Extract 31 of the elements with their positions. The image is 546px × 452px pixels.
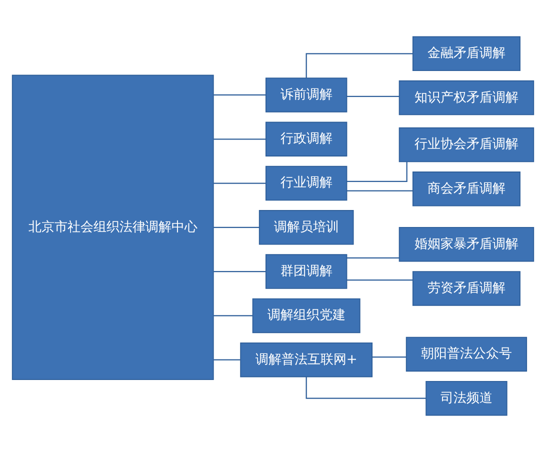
connector: [306, 376, 426, 399]
connector: [214, 94, 266, 96]
node-box: 调解组织党建: [252, 298, 360, 334]
node-box: 婚姻家暴矛盾调解: [398, 226, 534, 262]
node-box: 知识产权矛盾调解: [398, 80, 534, 116]
connector: [306, 53, 413, 78]
connector: [346, 162, 408, 182]
connector: [214, 226, 260, 228]
connector: [372, 356, 406, 358]
node-box: 商会矛盾调解: [412, 172, 520, 206]
node-box: 朝阳普法公众号: [406, 336, 528, 372]
node-box: 行业协会矛盾调解: [398, 127, 534, 162]
connector: [214, 182, 266, 184]
node-box: 北京市社会组织法律调解中心: [12, 74, 214, 380]
node-box: 行政调解: [265, 122, 348, 156]
node-box: 诉前调解: [265, 78, 348, 112]
connector: [346, 96, 400, 97]
connector: [214, 138, 266, 140]
node-box: 调解员培训: [258, 210, 354, 245]
connector: [346, 190, 413, 192]
connector: [346, 257, 400, 258]
node-box: 劳资矛盾调解: [412, 271, 520, 306]
node-box: 调解普法互联网+: [240, 342, 373, 378]
connector: [346, 279, 413, 281]
connector: [214, 359, 240, 360]
connector: [214, 315, 253, 316]
node-box: 行业调解: [265, 166, 348, 201]
connector: [214, 270, 266, 272]
node-box: 金融矛盾调解: [412, 36, 520, 72]
node-box: 司法频道: [426, 380, 508, 416]
node-box: 群团调解: [265, 254, 348, 289]
